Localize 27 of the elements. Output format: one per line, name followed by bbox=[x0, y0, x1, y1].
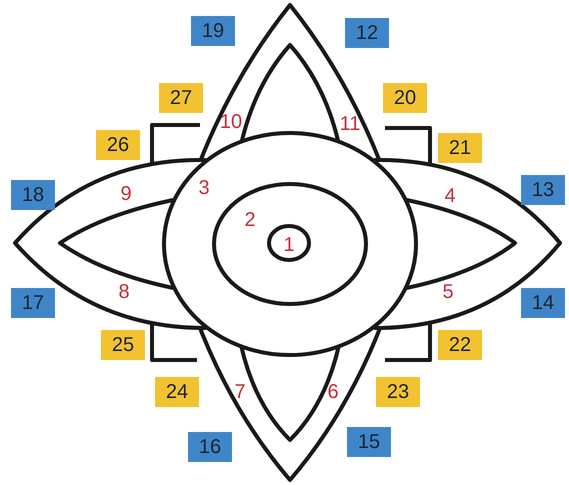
region-number: 6 bbox=[327, 382, 339, 402]
number-tag: 13 bbox=[521, 175, 565, 205]
number-tag: 24 bbox=[155, 377, 199, 407]
number-tag: 15 bbox=[347, 427, 391, 457]
region-number: 11 bbox=[340, 114, 360, 134]
number-tag: 19 bbox=[191, 16, 235, 46]
number-tag: 12 bbox=[345, 18, 389, 48]
region-number: 9 bbox=[120, 184, 132, 204]
region-number: 7 bbox=[234, 382, 246, 402]
region-number: 4 bbox=[444, 186, 456, 206]
number-tag: 21 bbox=[438, 133, 482, 163]
number-tag: 26 bbox=[96, 130, 140, 160]
region-number: 10 bbox=[220, 112, 242, 132]
number-tag: 22 bbox=[438, 330, 482, 360]
region-number: 3 bbox=[198, 178, 210, 198]
number-tag: 16 bbox=[188, 432, 232, 462]
number-tag: 14 bbox=[521, 288, 565, 318]
number-tag: 25 bbox=[101, 330, 145, 360]
region-number: 1 bbox=[283, 235, 295, 255]
number-tag: 27 bbox=[159, 83, 203, 113]
region-number: 2 bbox=[244, 210, 256, 230]
number-tag: 17 bbox=[11, 288, 55, 318]
region-number: 8 bbox=[118, 282, 130, 302]
region-number: 5 bbox=[442, 282, 454, 302]
number-tag: 23 bbox=[376, 377, 420, 407]
number-tag: 20 bbox=[383, 83, 427, 113]
number-tag: 18 bbox=[11, 180, 55, 210]
